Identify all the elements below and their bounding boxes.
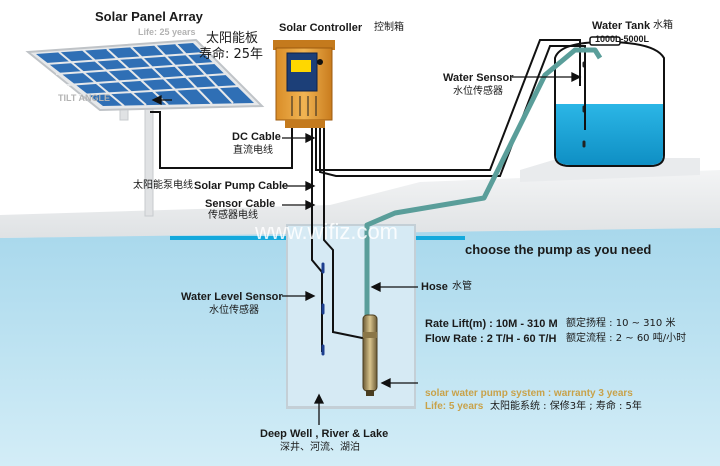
- water-tank-capacity: 1000L-5000L: [595, 34, 650, 44]
- spec-rate-lift: Rate Lift(m) : 10M - 310 M: [425, 318, 558, 330]
- solar-panel-life: Life: 25 years: [138, 27, 196, 37]
- pump-cable-cn-title: 太阳能泵电线: [133, 180, 193, 191]
- solar-panel-cn-life: 寿命: 25年: [199, 47, 264, 62]
- dc-cable-title: DC Cable: [232, 131, 281, 143]
- controller-title: Solar Controller: [279, 22, 363, 34]
- controller-box: [273, 40, 335, 128]
- tilt-angle-label: TILT ANGLE: [58, 93, 110, 103]
- ground: [0, 170, 720, 238]
- water-sensor-title: Water Sensor: [443, 72, 514, 84]
- panel-support: [119, 99, 154, 217]
- hose: [364, 47, 603, 318]
- water-tank: [554, 36, 665, 167]
- water-tank-cn-title: 水箱: [653, 20, 673, 31]
- solar-panel: [25, 38, 265, 112]
- watermark: www.wifiz.com: [255, 219, 399, 244]
- pump-cable-title: Solar Pump Cable: [194, 180, 289, 192]
- spec-flow-rate-cn: 额定流程 : 2 ~ 60 吨/小时: [566, 333, 687, 344]
- solar-panel-title: Solar Panel Array: [95, 9, 203, 24]
- hose-cn-title: 水管: [452, 281, 472, 292]
- sensor-cable-cn-title: 传感器电线: [208, 210, 258, 221]
- spec-flow-rate: Flow Rate : 2 T/H - 60 T/H: [425, 333, 557, 345]
- source-cn-title: 深井、河流、湖泊: [280, 442, 360, 453]
- level-sensor-cn-title: 水位传感器: [209, 305, 259, 316]
- water-sensor-cn-title: 水位传感器: [453, 86, 503, 97]
- level-sensor-title: Water Level Sensor: [181, 291, 283, 303]
- solar-panel-cn-name: 太阳能板: [206, 31, 259, 46]
- dc-cable-cn-title: 直流电线: [233, 145, 273, 156]
- warranty-cn: 太阳能系统 : 保修3年 ; 寿命 : 5年: [490, 401, 642, 412]
- water-tank-title: Water Tank: [592, 20, 651, 32]
- sensor-cable-title: Sensor Cable: [205, 198, 276, 210]
- hose-title: Hose: [421, 281, 448, 293]
- pump: [362, 314, 378, 396]
- spec-rate-lift-cn: 额定扬程 : 10 ~ 310 米: [566, 318, 676, 329]
- annotation-arrows: [151, 71, 582, 425]
- tagline: choose the pump as you need: [465, 242, 652, 257]
- source-title: Deep Well , River & Lake: [260, 428, 389, 440]
- warranty-line1: solar water pump system : warranty 3 yea…: [425, 388, 633, 399]
- warranty-life: Life: 5 years: [425, 401, 484, 412]
- controller-cn-title: 控制箱: [374, 22, 404, 33]
- well-shaft: [286, 224, 416, 409]
